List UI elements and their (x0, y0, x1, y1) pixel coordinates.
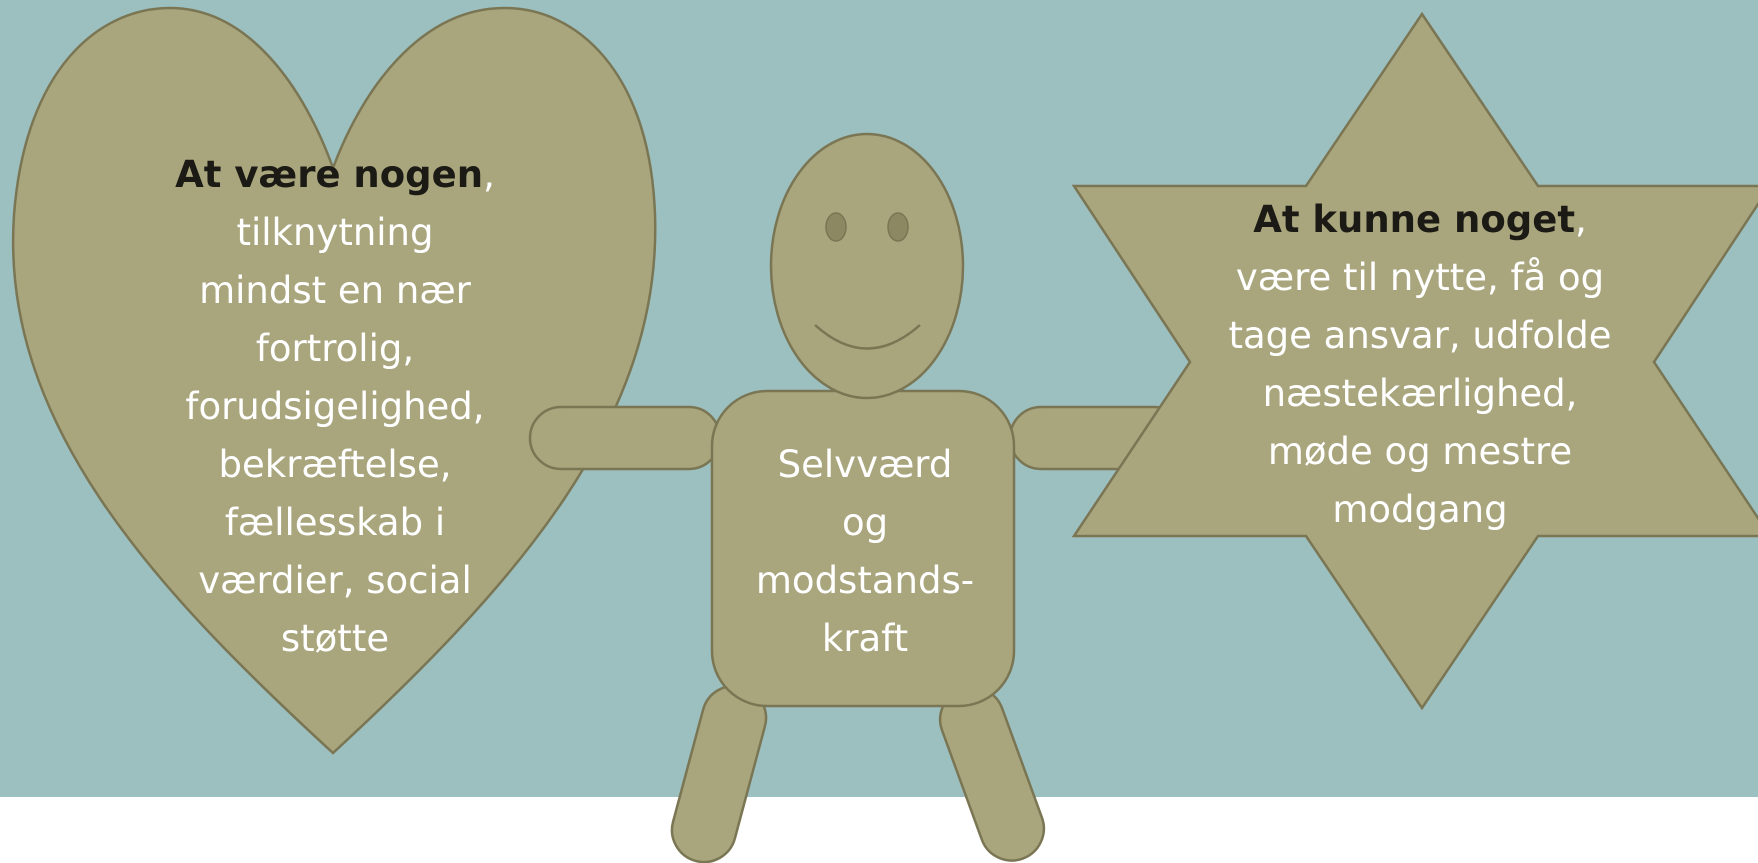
heart-line: mindst en nær (199, 269, 471, 312)
body-line: kraft (821, 617, 909, 660)
star-line: være til nytte, få og (1235, 256, 1605, 299)
heart-line: værdier, social (198, 559, 472, 602)
heart-shape (11, 6, 657, 755)
star-line: møde og mestre (1267, 430, 1573, 473)
body-line: modstands- (755, 559, 975, 602)
body-line: og (841, 501, 889, 544)
star-text: At kunne noget, være til nytte, få og ta… (1190, 191, 1650, 539)
star-line: tage ansvar, udfolde (1228, 314, 1612, 357)
heart-text: At være nogen, tilknytning mindst en nær… (140, 146, 530, 668)
heart-line: støtte (280, 617, 390, 660)
heart-heading-line: At være nogen, (140, 146, 530, 204)
left-eye (825, 212, 847, 242)
body-line: Selvværd (777, 443, 953, 486)
heart-heading: At være nogen (175, 153, 484, 196)
heart-line: tilknytning (236, 211, 434, 254)
heart-line: fortrolig, (255, 327, 415, 370)
star-line: næstekærlighed, (1262, 372, 1578, 415)
figure-head (769, 132, 965, 400)
heart-line: fællesskab i (224, 501, 446, 544)
star-heading-suffix: , (1575, 198, 1587, 241)
floor (0, 797, 1758, 863)
smile (814, 324, 921, 350)
right-eye (887, 212, 909, 242)
star-shape (1071, 11, 1758, 711)
left-arm (528, 405, 722, 471)
figure-body-text: Selvværd og modstands- kraft (730, 436, 1000, 668)
star-heading: At kunne noget (1253, 198, 1576, 241)
heart-heading-suffix: , (483, 153, 495, 196)
heart-line: forudsigelighed, (185, 385, 485, 428)
star-line: modgang (1332, 488, 1508, 531)
heart-line: bekræftelse, (218, 443, 452, 486)
star-heading-line: At kunne noget, (1190, 191, 1650, 249)
